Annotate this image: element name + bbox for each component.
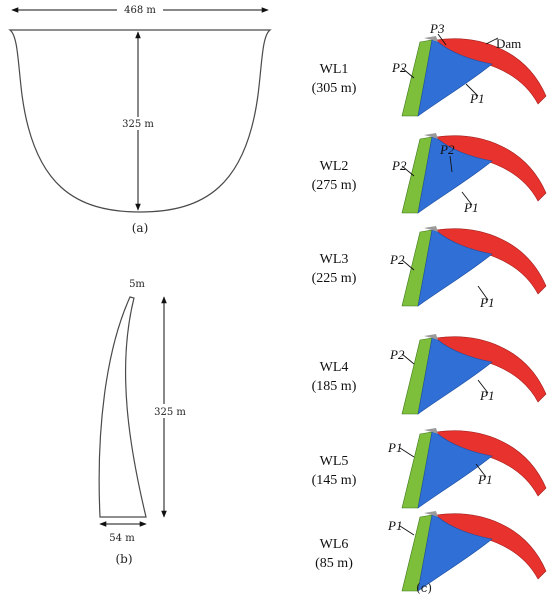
region-label: P1 xyxy=(469,91,484,106)
domain-p1 xyxy=(417,229,493,307)
caption-b: (b) xyxy=(115,552,132,566)
water-level-name: WL3 xyxy=(320,252,349,267)
region-leader xyxy=(399,447,415,458)
region-label: P1 xyxy=(479,388,494,403)
case-wl4: WL4 (185 m) xyxy=(312,334,547,415)
domain-p3 xyxy=(424,334,438,340)
dam-leader xyxy=(485,37,499,45)
region-leader xyxy=(477,379,489,394)
water-level-name: WL2 xyxy=(320,159,349,174)
caption-c: (c) xyxy=(416,581,432,595)
water-level-name: WL6 xyxy=(320,537,349,552)
region-leader xyxy=(475,463,487,478)
domain-p1 xyxy=(417,136,493,214)
region-leader xyxy=(449,155,453,173)
domain-p1 xyxy=(417,39,493,117)
region-label: P1 xyxy=(463,200,478,215)
region-leader xyxy=(461,191,473,206)
region-label: P1 xyxy=(387,518,402,533)
water-level-elevation: (305 m) xyxy=(312,81,357,96)
region-label: P2 xyxy=(391,60,407,75)
region-label: P2 xyxy=(389,347,405,362)
water-level-elevation: (85 m) xyxy=(315,556,353,571)
domain-p3 xyxy=(424,511,438,517)
valley-height-label: 325 m xyxy=(122,119,154,130)
dam-height-label-bg xyxy=(150,404,182,418)
width-label-bg xyxy=(117,2,163,15)
crest-thickness-label: 5m xyxy=(129,279,145,290)
domain-p3 xyxy=(424,133,438,139)
region-leader xyxy=(477,285,489,301)
water-level-name: WL4 xyxy=(320,360,349,375)
water-level-name: WL1 xyxy=(320,62,349,77)
valley-profile xyxy=(8,29,272,213)
domain-p1 xyxy=(417,337,493,415)
dam-label: Dam xyxy=(496,36,521,51)
case-wl3: WL3 (225 m) xyxy=(312,226,547,307)
height-label-bg xyxy=(114,117,162,130)
case-wl1: WL1 (305 m) xyxy=(312,36,547,117)
case-wl6: WL6 (85 m) xyxy=(315,511,547,592)
water-level-elevation: (185 m) xyxy=(312,379,357,394)
dam-height-label: 325 m xyxy=(154,407,186,418)
region-leader xyxy=(437,33,447,46)
water-level-elevation: (275 m) xyxy=(312,178,357,193)
region-label: P2 xyxy=(391,158,407,173)
panel-b: 5m 325 m 54 m (b) xyxy=(98,279,186,566)
region-leader xyxy=(401,165,415,177)
case-wl5: WL5 (145 m) xyxy=(312,428,547,509)
water-level-elevation: (145 m) xyxy=(312,473,357,488)
region-label: P2 xyxy=(389,252,405,267)
dam-section-profile xyxy=(98,296,147,518)
valley-width-label: 468 m xyxy=(124,5,156,16)
region-label: P1 xyxy=(479,295,494,310)
region-leader xyxy=(401,353,415,365)
domain-p3 xyxy=(424,428,438,434)
dam-base-label: 54 m xyxy=(109,533,135,544)
region-label: P1 xyxy=(387,440,402,455)
case-wl2: WL2 (275 m) xyxy=(312,133,547,214)
region-label: P1 xyxy=(477,472,492,487)
region-leader xyxy=(401,259,415,271)
domain-p3 xyxy=(424,36,438,42)
domain-p1 xyxy=(417,431,493,509)
panel-a: 468 m 325 m (a) xyxy=(8,2,272,235)
region-leader xyxy=(399,525,415,536)
water-level-name: WL5 xyxy=(320,454,349,469)
domain-p3 xyxy=(424,226,438,232)
region-leader xyxy=(465,83,479,97)
region-label: P2 xyxy=(439,142,455,157)
region-leader xyxy=(401,67,415,79)
region-label: P3 xyxy=(429,21,445,36)
caption-a: (a) xyxy=(132,221,149,235)
water-level-elevation: (225 m) xyxy=(312,271,357,286)
domain-p1 xyxy=(417,514,493,592)
panel-c: WL1 (305 m) WL2 (275 m) WL3 (225 m) WL4 (185 m)… xyxy=(312,21,547,592)
